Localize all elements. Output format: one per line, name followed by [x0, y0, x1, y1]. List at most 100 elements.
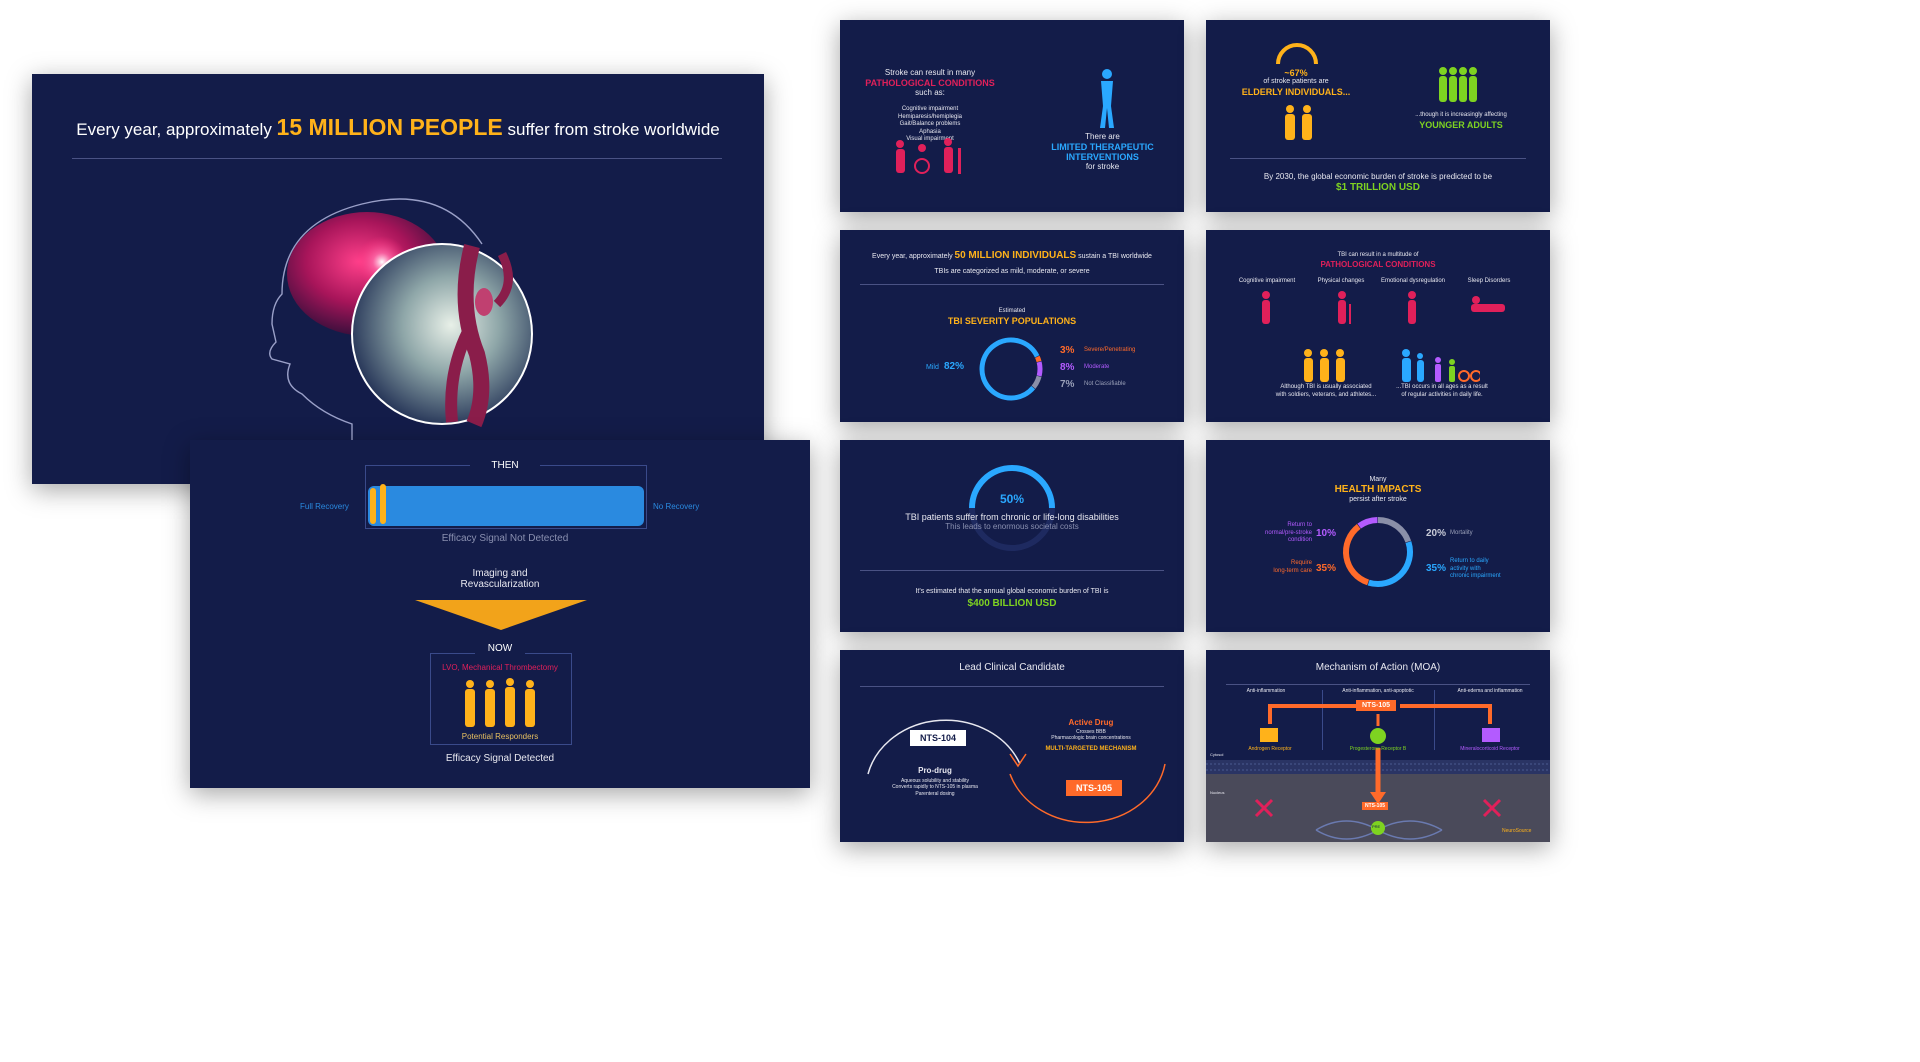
younger-block: ...though it is increasingly affecting Y…: [1396, 112, 1526, 130]
by-2030-text: By 2030, the global economic burden of s…: [1263, 172, 1493, 181]
of-patients-text: of stroke patients are: [1263, 78, 1329, 85]
slide-tbi-conditions[interactable]: TBI can result in a multitude of PATHOLO…: [1206, 230, 1550, 422]
slide-mechanism-of-action[interactable]: Mechanism of Action (MOA) Anti-inflammat…: [1206, 650, 1550, 842]
slide-then-now[interactable]: THEN Full Recovery No Recovery Efficacy …: [190, 440, 810, 788]
column-divider: [1322, 690, 1323, 750]
column-divider: [1434, 690, 1435, 750]
severe-percent: 3%: [1060, 345, 1075, 356]
limited-block: There are LIMITED THERAPEUTIC INTERVENTI…: [1040, 132, 1165, 172]
condition-item: Gait/Balance problems: [899, 121, 961, 127]
return-label-line-1: Return to: [1287, 522, 1312, 528]
title-suffix: suffer from stroke worldwide: [502, 120, 720, 139]
young-adults-icon: [1439, 67, 1477, 102]
persist-text: persist after stroke: [1349, 496, 1407, 503]
many-text: Many: [1369, 476, 1387, 483]
column-label: Anti-inflammation: [1246, 688, 1286, 694]
daily-life-icon: [1402, 349, 1480, 382]
nts-105-tag: NTS-105: [1066, 780, 1123, 796]
prodrug-line: Aqueous solubility and stability: [900, 778, 970, 784]
moderate-percent: 8%: [1060, 362, 1075, 373]
condition-item: Visual impairment: [906, 136, 954, 142]
active-line: Crosses BBB: [1076, 729, 1106, 735]
limited-line-2: INTERVENTIONS: [1066, 152, 1139, 162]
slide-tbi-disabilities[interactable]: 50% TBI patients suffer from chronic or …: [840, 440, 1184, 632]
column-label: Anti-inflammation, anti-apoptotic: [1342, 688, 1414, 694]
disabilities-line-2: This leads to enormous societal costs: [945, 522, 1079, 531]
receptor-label: Mineralocorticoid Receptor: [1460, 746, 1520, 752]
condition-sleep: Sleep Disorders: [1467, 278, 1511, 284]
divider: [860, 284, 1164, 285]
for-stroke-text: for stroke: [1085, 162, 1120, 171]
donut-slice-return-normal: [1357, 517, 1378, 529]
health-impacts-donut-chart: [1343, 517, 1413, 587]
imaging-label: Imaging and Revascularization: [400, 568, 600, 590]
categorized-text: TBIs are categorized as mild, moderate, …: [934, 268, 1090, 275]
moderate-label: Moderate: [1084, 364, 1110, 370]
title-highlight: 15 MILLION PEOPLE: [276, 114, 503, 140]
left-caption-line-2: with soldiers, veterans, and athletes...: [1275, 391, 1377, 398]
title-prefix: Every year, approximately: [76, 120, 277, 139]
tbi-headline: Every year, approximately 50 MILLION IND…: [840, 250, 1184, 263]
full-recovery-label: Full Recovery: [300, 502, 349, 511]
slide-lead-candidate[interactable]: Lead Clinical Candidate NTS-104 Pro-drug…: [840, 650, 1184, 842]
conditions-heading: PATHOLOGICAL CONDITIONS: [1320, 260, 1436, 269]
now-label: NOW: [475, 643, 525, 654]
divider: [1230, 158, 1526, 159]
intro-text: TBI can result in a multitude of: [1337, 252, 1419, 258]
funnel-arrow: [415, 600, 587, 630]
care-label-line-2: long-term care: [1273, 567, 1312, 574]
donut-slice-daily-activity: [1367, 541, 1413, 587]
elderly-block: ~67% of stroke patients are ELDERLY INDI…: [1226, 68, 1366, 97]
trillion-block: By 2030, the global economic burden of s…: [1206, 172, 1550, 193]
conversion-arc: [867, 719, 1166, 824]
condition-physical: Physical changes: [1317, 278, 1365, 284]
right-caption-line-2: of regular activities in daily life.: [1401, 391, 1483, 398]
nts-105-tag: NTS-105: [1356, 700, 1397, 711]
conditions-block: Stroke can result in many PATHOLOGICAL C…: [860, 68, 1000, 144]
headline-suffix: sustain a TBI worldwide: [1076, 253, 1152, 260]
slide-title: Lead Clinical Candidate: [959, 662, 1065, 673]
title-divider: [72, 158, 722, 159]
receptor-arrows: [1206, 704, 1550, 842]
burden-amount: $400 BILLION USD: [967, 598, 1057, 609]
column-label: Anti-edema and inflammation: [1457, 688, 1523, 694]
care-label-line-1: Require: [1290, 560, 1312, 566]
donut-slice-mortality: [1377, 517, 1412, 543]
slide-tbi-severity[interactable]: Every year, approximately 50 MILLION IND…: [840, 230, 1184, 422]
slide-elderly-younger[interactable]: ~67% of stroke patients are ELDERLY INDI…: [1206, 20, 1550, 212]
slide-title: Every year, approximately 15 MILLION PEO…: [32, 114, 764, 141]
left-caption-line-1: Although TBI is usually associated: [1280, 384, 1372, 390]
not-classifiable-percent: 7%: [1060, 379, 1075, 390]
fifty-percent-arc: [969, 465, 1055, 551]
soldiers-athletes-icon: [1304, 349, 1345, 382]
daily-label-line-1: Return to daily: [1450, 558, 1489, 564]
care-label: Require long-term care: [1246, 560, 1312, 575]
then-label: THEN: [470, 460, 540, 471]
prodrug-line: Parenteral dosing: [915, 790, 955, 797]
fifty-percent-value: 50%: [999, 492, 1025, 506]
mild-percent: 82%: [944, 361, 965, 372]
active-drug-block: Active Drug Crosses BBB Pharmacologic br…: [1036, 718, 1146, 752]
daily-label-line-2: activity with: [1450, 565, 1481, 572]
potential-responders: Potential Responders: [461, 732, 539, 741]
pre-label: PRE: [1372, 824, 1381, 829]
brand-logo: NeuroSource: [1502, 828, 1532, 834]
though-text: ...though it is increasingly affecting: [1415, 112, 1507, 118]
signal-detected: Efficacy Signal Detected: [445, 753, 555, 764]
slide-health-impacts[interactable]: Many HEALTH IMPACTS persist after stroke…: [1206, 440, 1550, 632]
not-classifiable-label: Not Classifiable: [1084, 381, 1126, 387]
nucleus-label: Nucleus: [1210, 790, 1225, 795]
condition-item: Hemiparesis/hemiplegia: [897, 113, 963, 120]
donut-slice-not-classifiable: [1031, 375, 1042, 389]
slide-stroke-15-million[interactable]: Every year, approximately 15 MILLION PEO…: [32, 74, 764, 484]
mortality-label: Mortality: [1450, 530, 1473, 536]
cytosol-label: Cytosol: [1210, 752, 1224, 757]
severity-heading: TBI SEVERITY POPULATIONS: [947, 316, 1077, 326]
patient-figures-icon: [896, 138, 961, 174]
imaging-line: Imaging and: [472, 568, 528, 579]
limited-line-1: LIMITED THERAPEUTIC: [1051, 142, 1154, 152]
care-percent: 35%: [1316, 563, 1337, 574]
slide-stroke-conditions[interactable]: Stroke can result in many PATHOLOGICAL C…: [840, 20, 1184, 212]
condition-item: Aphasia: [919, 128, 941, 135]
daily-percent: 35%: [1426, 563, 1447, 574]
